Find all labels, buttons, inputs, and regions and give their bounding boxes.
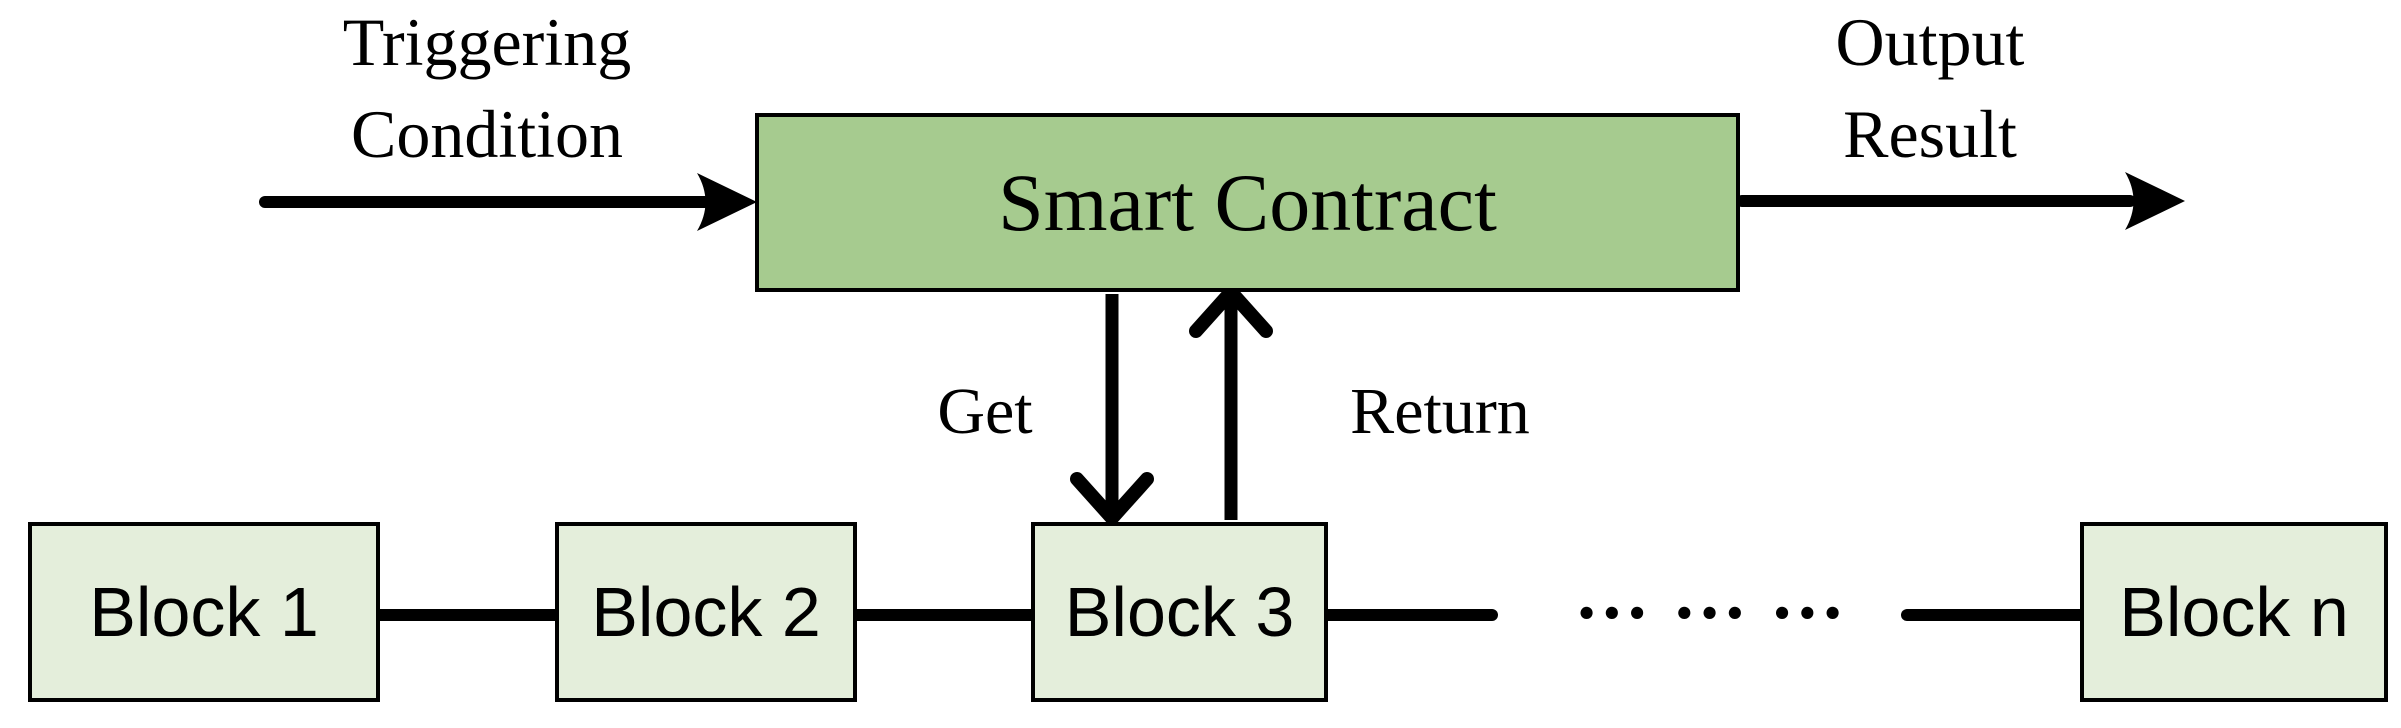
triggering-arrowhead-icon xyxy=(697,173,757,231)
block-2-label: Block 2 xyxy=(591,573,821,651)
output-arrowhead-icon xyxy=(2125,172,2185,230)
return-arrowhead-icon xyxy=(1189,281,1273,338)
output-result-line2: Result xyxy=(1843,96,2017,172)
smart-contract-box: Smart Contract xyxy=(755,113,1740,292)
block-n-label: Block n xyxy=(2119,573,2349,651)
triggering-condition-line1: Triggering xyxy=(342,4,632,80)
block-node-n: Block n xyxy=(2080,522,2388,702)
get-arrowhead-icon xyxy=(1070,472,1154,529)
block-node-3: Block 3 xyxy=(1031,522,1328,702)
get-edge-label-text: Get xyxy=(937,375,1033,448)
triggering-condition-line2: Condition xyxy=(350,96,624,172)
block-3-label: Block 3 xyxy=(1064,573,1295,651)
triggering-condition-label: Triggering Condition xyxy=(237,0,737,180)
chain-ellipsis: … … … xyxy=(1560,556,1860,636)
get-edge-label: Get xyxy=(895,368,1075,456)
smart-contract-label: Smart Contract xyxy=(998,156,1497,248)
output-result-line1: Output xyxy=(1835,4,2025,80)
block-node-1: Block 1 xyxy=(28,522,380,702)
return-edge-label-text: Return xyxy=(1350,375,1530,448)
return-edge-label: Return xyxy=(1300,368,1580,456)
output-result-label: Output Result xyxy=(1680,0,2180,180)
chain-ellipsis-text: … … … xyxy=(1574,552,1846,635)
block-node-2: Block 2 xyxy=(555,522,857,702)
block-1-label: Block 1 xyxy=(89,573,319,651)
